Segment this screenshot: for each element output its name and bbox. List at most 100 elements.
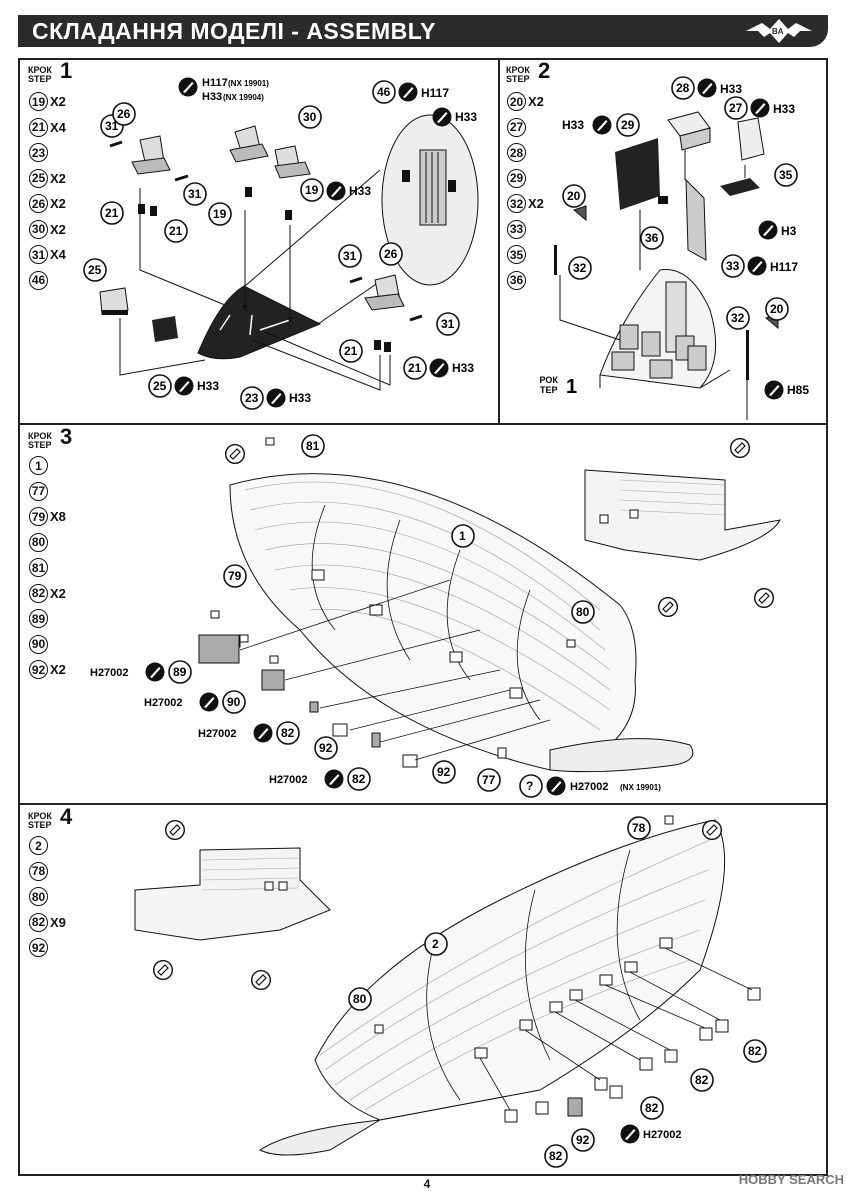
list-item: 89: [29, 606, 66, 632]
list-item: 80: [29, 530, 66, 556]
svg-text:H117: H117: [421, 86, 449, 100]
svg-text:?: ?: [526, 779, 533, 793]
svg-text:H27002: H27002: [643, 1129, 682, 1141]
svg-text:H33: H33: [455, 110, 477, 124]
step4-panel: [18, 803, 828, 1176]
step4-detail-inset: [134, 847, 331, 941]
svg-text:H33: H33: [349, 184, 371, 198]
svg-text:77: 77: [482, 773, 496, 787]
svg-text:19: 19: [305, 183, 319, 197]
svg-text:H33: H33: [452, 361, 474, 375]
svg-text:КРОК: КРОК: [540, 375, 558, 385]
svg-text:92: 92: [576, 1133, 590, 1147]
seat-30-left-icon: [229, 125, 269, 163]
svg-text:82: 82: [695, 1073, 709, 1087]
list-item: 36: [507, 268, 544, 294]
svg-text:21: 21: [344, 344, 358, 358]
list-item: 77: [29, 479, 66, 505]
step3-detail-inset: [584, 469, 781, 561]
svg-text:23: 23: [245, 391, 259, 405]
list-item: 92: [29, 935, 66, 961]
svg-text:H117: H117: [770, 260, 798, 274]
seat-30-right-icon: [274, 145, 311, 179]
svg-text:1: 1: [566, 376, 577, 398]
svg-text:H33: H33: [289, 391, 311, 405]
svg-text:31: 31: [441, 317, 455, 331]
svg-text:(NX 19901): (NX 19901): [620, 783, 661, 792]
list-item: 29: [507, 166, 544, 192]
list-item: 28: [507, 140, 544, 166]
svg-text:20: 20: [567, 189, 581, 203]
list-item: 35: [507, 242, 544, 268]
svg-text:H27002: H27002: [144, 697, 183, 709]
bat-logo-icon: BA: [744, 17, 814, 50]
svg-text:32: 32: [731, 311, 745, 325]
page-number: 4: [423, 1177, 431, 1191]
svg-text:33: 33: [726, 259, 740, 273]
list-item: 33: [507, 217, 544, 243]
svg-text:26: 26: [117, 107, 131, 121]
svg-text:H117: H117: [202, 77, 228, 89]
svg-text:79: 79: [228, 569, 242, 583]
svg-text:26: 26: [384, 247, 398, 261]
list-item: 27: [507, 115, 544, 141]
svg-text:H27002: H27002: [198, 728, 237, 740]
svg-text:92: 92: [437, 765, 451, 779]
svg-text:80: 80: [353, 992, 367, 1006]
svg-text:78: 78: [632, 821, 646, 835]
svg-text:2: 2: [432, 937, 439, 951]
svg-text:H33: H33: [197, 379, 219, 393]
svg-text:25: 25: [153, 379, 167, 393]
svg-text:80: 80: [576, 605, 590, 619]
list-item: 81: [29, 555, 66, 581]
svg-text:21: 21: [169, 224, 183, 238]
list-item: 78: [29, 859, 66, 885]
svg-text:90: 90: [227, 695, 241, 709]
svg-text:32: 32: [573, 261, 587, 275]
svg-text:35: 35: [779, 168, 793, 182]
svg-text:82: 82: [281, 726, 295, 740]
svg-text:BA: BA: [772, 27, 784, 36]
svg-text:H3: H3: [781, 224, 797, 238]
svg-text:82: 82: [748, 1044, 762, 1058]
svg-text:(NX 19901): (NX 19901): [228, 79, 269, 88]
svg-text:31: 31: [343, 249, 357, 263]
svg-text:27: 27: [729, 101, 743, 115]
list-item: 46: [29, 268, 66, 294]
svg-text:H27002: H27002: [90, 667, 129, 679]
svg-text:21: 21: [105, 206, 119, 220]
svg-text:H33: H33: [773, 102, 795, 116]
svg-text:20: 20: [770, 302, 784, 316]
svg-text:31: 31: [105, 119, 119, 133]
svg-text:89: 89: [173, 665, 187, 679]
svg-text:STEP: STEP: [540, 385, 558, 395]
svg-text:30: 30: [303, 110, 317, 124]
list-item: 1: [29, 453, 66, 479]
svg-text:25: 25: [88, 263, 102, 277]
svg-text:(NX 19904): (NX 19904): [223, 93, 264, 102]
list-item: 80: [29, 884, 66, 910]
svg-text:1: 1: [459, 529, 466, 543]
seat-26-left-icon: [131, 135, 171, 175]
svg-text:H33: H33: [720, 82, 742, 96]
svg-text:46: 46: [377, 85, 391, 99]
page-header: СКЛАДАННЯ МОДЕЛІ - ASSEMBLY BA: [18, 15, 828, 47]
list-item: 90: [29, 632, 66, 658]
page-title: СКЛАДАННЯ МОДЕЛІ - ASSEMBLY: [32, 18, 437, 44]
svg-text:H85: H85: [787, 383, 809, 397]
watermark: HOBBY SEARCH: [738, 1172, 844, 1187]
